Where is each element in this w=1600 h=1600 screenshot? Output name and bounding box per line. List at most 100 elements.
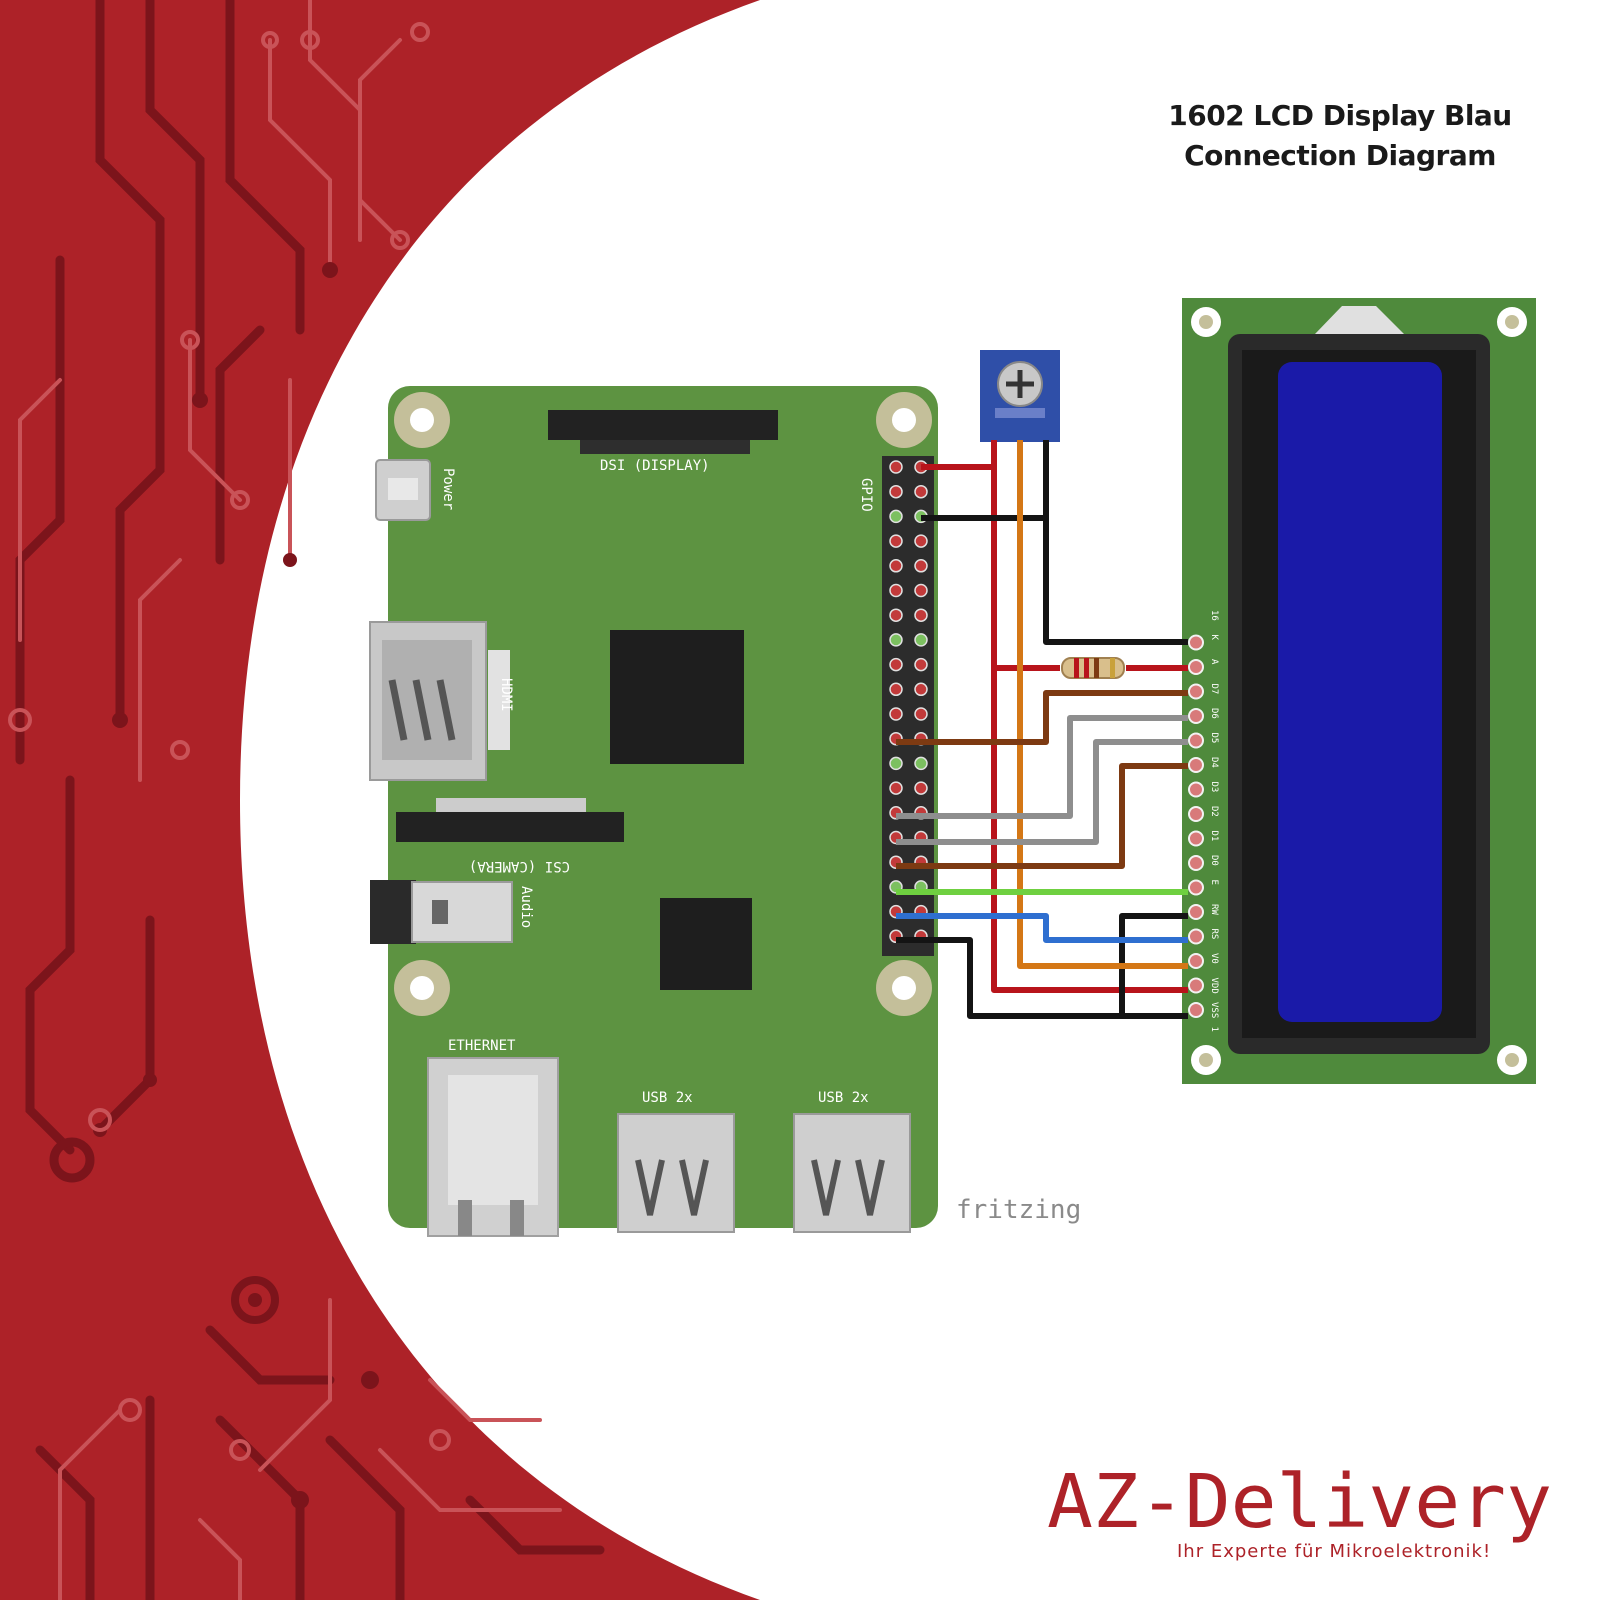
- lcd-pin: [1188, 757, 1204, 773]
- lcd-pin: [1188, 806, 1204, 822]
- wire-v0: [1017, 440, 1188, 969]
- wire-d4: [896, 763, 1188, 869]
- gpio-pin: [889, 682, 903, 697]
- lcd-pin: [1188, 732, 1204, 749]
- usb-label-1: USB 2x: [642, 1090, 693, 1106]
- wire-d7: [896, 690, 1188, 745]
- resistor: [1061, 657, 1125, 679]
- gpio-pin: [914, 534, 928, 548]
- soc-chip: [610, 630, 744, 764]
- lcd-pin-label: D4: [1209, 757, 1219, 768]
- power-connector: [375, 459, 431, 521]
- lcd-pin: [1188, 781, 1204, 798]
- csi-label: CSI (CAMERA): [469, 858, 570, 874]
- dsi-connector: [548, 410, 778, 454]
- brand-logo-text: AZ-Delivery: [1047, 1459, 1552, 1545]
- hdmi-label: HDMI: [498, 678, 514, 712]
- wire-gnd-2: [896, 937, 1188, 1019]
- gpio-pin: [889, 657, 903, 672]
- gpio-pin: [914, 682, 928, 697]
- ethernet-port: [427, 1057, 559, 1237]
- lcd-pin-label: RW: [1209, 904, 1219, 915]
- potentiometer: [980, 350, 1060, 442]
- lcd-pin: [1188, 830, 1204, 847]
- wire-rw-gnd: [1119, 913, 1188, 1016]
- lcd-screen: [1278, 362, 1442, 1022]
- lcd-pin-label: K: [1209, 635, 1219, 641]
- lcd-pin: [1188, 904, 1204, 920]
- lcd-pin: [1188, 928, 1204, 945]
- lcd-pin: [1188, 953, 1204, 969]
- title-line-1: 1602 LCD Display Blau: [1168, 99, 1512, 132]
- lcd-pin-label: D1: [1209, 831, 1219, 842]
- dsi-label: DSI (DISPLAY): [600, 458, 710, 474]
- mounting-hole-icon: [394, 392, 932, 1016]
- gpio-label: GPIO: [858, 478, 874, 512]
- brand-tagline: Ihr Experte für Mikroelektronik!: [1177, 1541, 1491, 1562]
- wire-d6: [896, 715, 1188, 819]
- lcd-pin-label: V0: [1209, 953, 1219, 964]
- hdmi-connector: [369, 621, 510, 781]
- lcd-pin-label: E: [1209, 880, 1219, 885]
- lcd-pin-label: D5: [1209, 733, 1219, 744]
- lcd-pin-label: VDD: [1209, 978, 1219, 994]
- gpio-pin: [914, 583, 928, 598]
- lcd-pin: [1188, 659, 1204, 675]
- title-line-2: Connection Diagram: [1184, 139, 1496, 172]
- gpio-header: [882, 456, 934, 956]
- gpio-pin: [914, 707, 928, 721]
- gpio-pin: [889, 756, 903, 771]
- lcd-pin: [1188, 634, 1204, 651]
- gpio-pin: [914, 633, 928, 647]
- lcd-pin: [1188, 1002, 1204, 1018]
- lcd-pin-label: D6: [1209, 708, 1219, 719]
- lcd-pin: [1188, 708, 1204, 724]
- raspberry-pi-board: [369, 386, 938, 1237]
- gpio-pin: [914, 781, 928, 795]
- fritzing-watermark: fritzing: [956, 1195, 1081, 1225]
- gpio-pin: [889, 484, 903, 499]
- gpio-pin: [889, 583, 903, 598]
- gpio-pin: [889, 707, 903, 721]
- gpio-pin: [914, 756, 928, 771]
- lcd-pin-label: A: [1209, 659, 1219, 665]
- gpio-pin: [889, 460, 903, 474]
- lcd-pin-label: VSS: [1209, 1002, 1219, 1018]
- lcd-pin-label: RS: [1209, 929, 1219, 940]
- lcd-pin: [1188, 977, 1204, 994]
- audio-jack: [370, 880, 513, 944]
- ram-chip: [660, 898, 752, 990]
- csi-connector: [396, 798, 624, 842]
- audio-label: Audio: [518, 886, 534, 928]
- usb-port-2: [793, 1113, 911, 1233]
- lcd-pin-label: D2: [1209, 806, 1219, 817]
- wire-rs: [896, 913, 1188, 943]
- wire-5v: [921, 464, 1188, 993]
- gpio-pin: [889, 608, 903, 622]
- gpio-pin: [889, 781, 903, 795]
- gpio-pin: [914, 484, 928, 499]
- lcd-pin-label: D3: [1209, 782, 1219, 793]
- lcd-pin: [1188, 855, 1204, 871]
- mounting-hole-icon: [1191, 307, 1527, 1075]
- lcd-pin-label: D0: [1209, 855, 1219, 866]
- lcd-pin: [1188, 683, 1204, 700]
- lcd-pin-label: 1: [1209, 1027, 1219, 1032]
- brand-logo: AZ-Delivery Ihr Experte für Mikroelektro…: [1045, 1455, 1565, 1565]
- gpio-pin: [914, 657, 928, 672]
- wire-d5: [896, 739, 1188, 845]
- power-label: Power: [440, 468, 456, 510]
- usb-port-1: [617, 1113, 735, 1233]
- gpio-pin: [889, 633, 903, 647]
- connection-wires: [896, 440, 1188, 1019]
- lcd-pin-label: D7: [1209, 684, 1219, 695]
- lcd-pin-label: 16: [1209, 610, 1219, 621]
- gpio-pin: [889, 559, 903, 573]
- circuit-background: [0, 0, 760, 1600]
- lcd-pin: [1188, 879, 1204, 896]
- gpio-pin: [889, 534, 903, 548]
